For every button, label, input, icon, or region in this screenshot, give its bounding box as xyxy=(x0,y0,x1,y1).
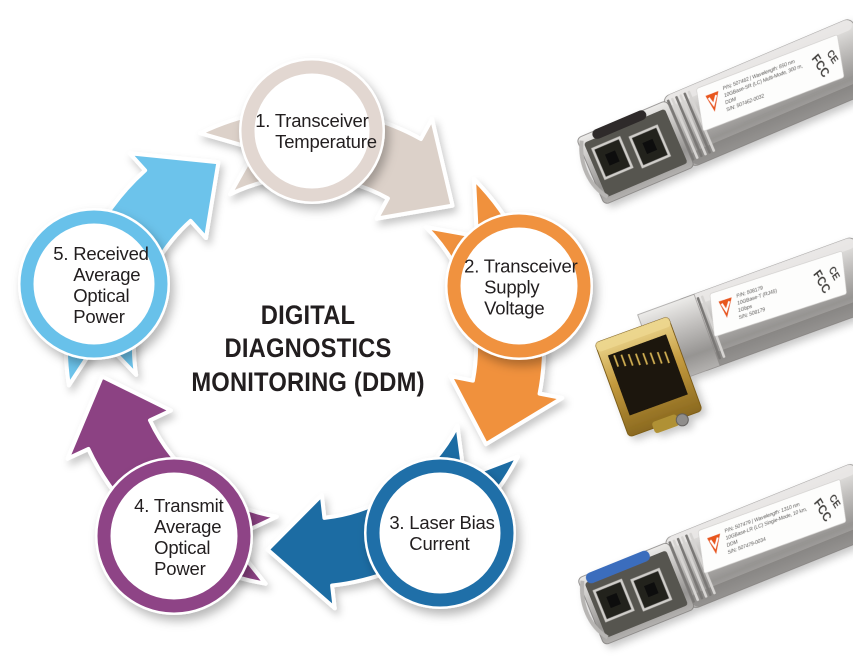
step-circle-4 xyxy=(95,457,253,615)
rj45-pins xyxy=(613,351,670,367)
lc-connector xyxy=(577,101,694,204)
label-text-line: DDM xyxy=(726,539,738,549)
step-circle-2 xyxy=(445,212,593,360)
flow-cycle-diagram xyxy=(18,58,593,615)
module-bottom-shade xyxy=(700,296,853,370)
sfp-module-photo-singlemode: P/N: 507479 | Wavelength: 1310 nm 10GBas… xyxy=(578,464,853,645)
rj45-clip-tab xyxy=(652,414,680,434)
rj45-connector xyxy=(595,293,721,437)
label-text-line: 1Gbps xyxy=(738,303,753,314)
bale-clasp-wire xyxy=(579,140,609,199)
brand-logo-check xyxy=(720,301,731,314)
emi-fingers xyxy=(666,90,716,161)
step-circle-4-ring xyxy=(97,459,251,613)
diagram-title: DIGITAL DIAGNOSTICS MONITORING (DDM) xyxy=(191,300,425,397)
sfp-module-photo-multimode: P/N: 507462 | Wavelength: 850 nm 10GBase… xyxy=(577,19,853,204)
step-circle-3-ring xyxy=(366,459,514,607)
step-circle-2-ring xyxy=(447,214,591,358)
brand-logo-check xyxy=(707,94,718,107)
lc-connector xyxy=(578,542,694,645)
module-side-groove xyxy=(744,515,853,567)
step-circle-1-ring xyxy=(241,60,383,202)
sfp-module-photo-rj45: P/N: 508179 10GBase-T (RJ45) 1Gbps S/N: … xyxy=(595,237,853,437)
module-bottom-shade xyxy=(691,522,853,607)
module-bottom-shade xyxy=(691,77,853,165)
module-label: P/N: 507479 | Wavelength: 1310 nm 10GBas… xyxy=(698,479,847,574)
module-label: P/N: 508179 10GBase-T (RJ45) 1Gbps S/N: … xyxy=(709,251,847,337)
brand-logo-check xyxy=(709,537,719,550)
step-circle-3 xyxy=(364,457,516,609)
rj45-opening xyxy=(607,334,688,416)
latch-bar xyxy=(592,110,647,139)
thumb-screw xyxy=(675,413,689,427)
step-circle-5 xyxy=(18,208,170,360)
step-circle-1 xyxy=(239,58,385,204)
emi-fingers xyxy=(668,532,716,603)
label-text-line: DDM xyxy=(725,96,737,106)
module-side-groove xyxy=(743,70,853,124)
step-circle-5-ring xyxy=(20,210,168,358)
blue-bale-clasp xyxy=(585,550,650,584)
ce-mark: CE xyxy=(826,264,842,283)
bale-clasp-wire xyxy=(579,580,609,640)
